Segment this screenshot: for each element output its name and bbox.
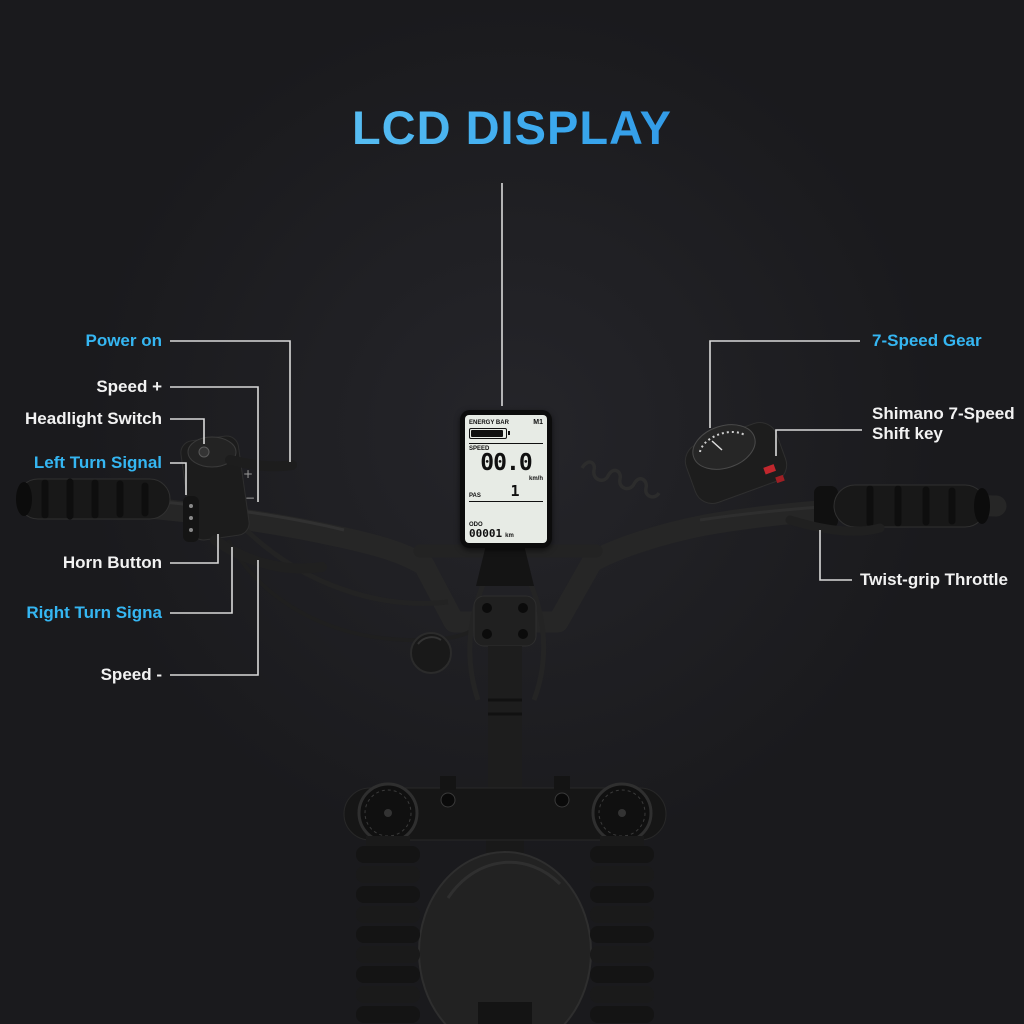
- speed-unit: km/h: [528, 476, 543, 482]
- power-button: [198, 446, 210, 458]
- callout-speed-plus: Speed +: [96, 377, 162, 396]
- callout-line-horn: [170, 534, 219, 564]
- left-grip: [16, 478, 171, 520]
- energy-bar-label: ENERGY BAR: [469, 419, 509, 426]
- gear-needle: [711, 440, 723, 451]
- reflector-red: [763, 464, 777, 475]
- lcd-mount: [476, 545, 534, 586]
- callout-power-on: Power on: [85, 331, 162, 350]
- callout-line-speed-plus: [170, 386, 259, 502]
- speed-value: 00.0: [480, 450, 532, 476]
- callout-line-left-turn: [170, 462, 187, 495]
- pas-value: 1: [510, 482, 520, 500]
- callout-left-turn-signal: Left Turn Signal: [33, 453, 162, 472]
- callout-speed-minus: Speed -: [100, 665, 162, 684]
- callout-line-speed-minus: [170, 560, 259, 676]
- gear-indicator-window: [692, 424, 756, 470]
- right-grip: [814, 484, 990, 528]
- callout-lines: [170, 183, 862, 676]
- callout-line-twist-grip: [819, 530, 852, 581]
- callout-right-turn-signal: Right Turn Signa: [26, 603, 162, 622]
- triple-clamp: [343, 776, 667, 844]
- coiled-cable: [580, 460, 661, 499]
- lcd-mode-indicator: M1: [533, 419, 543, 426]
- twist-throttle-collar: [814, 486, 838, 528]
- plus-icon: +: [243, 467, 253, 481]
- clamp-bolt-right: [554, 792, 570, 808]
- clamp-bolt-left: [440, 792, 456, 808]
- shimano-shifter: [684, 422, 885, 536]
- callout-shimano-shift-key: Shimano 7-Speed Shift key: [872, 404, 1015, 443]
- page-title: LCD DISPLAY: [0, 100, 1024, 155]
- brake-cable-left-2: [226, 539, 480, 643]
- callout-line-7speed-gear: [709, 340, 860, 428]
- right-brake-lever: [785, 515, 885, 536]
- thumb-lever: [225, 455, 297, 472]
- callout-line-power-on: [170, 340, 291, 462]
- lcd-display-unit: ENERGY BAR M1 SPEED 00.0 km/h PAS 1 ODO …: [460, 410, 552, 548]
- minus-icon: −: [245, 491, 255, 505]
- left-control-cluster: + −: [180, 435, 327, 574]
- odo-unit: km: [505, 533, 514, 539]
- callout-line-headlight: [170, 418, 205, 444]
- fork-leg-left: [356, 836, 420, 1023]
- speed-label: SPEED: [469, 446, 490, 452]
- callout-7-speed-gear: 7-Speed Gear: [872, 331, 982, 350]
- reflector-red-2: [775, 474, 785, 484]
- callout-line-right-turn: [170, 547, 233, 614]
- gear-scale: [699, 431, 747, 453]
- pas-label: PAS: [469, 493, 481, 499]
- callout-twist-grip-throttle: Twist-grip Throttle: [860, 570, 1008, 589]
- bell: [410, 632, 452, 674]
- callout-line-shimano: [775, 429, 862, 456]
- brake-cable-left: [236, 520, 449, 606]
- battery-gauge-icon: [469, 428, 510, 439]
- steerer-tube: [488, 646, 522, 806]
- odo-label: ODO: [469, 522, 483, 528]
- power-headlight-pad: [187, 436, 237, 468]
- left-brake-lever: [210, 535, 327, 574]
- callout-horn-button: Horn Button: [62, 553, 162, 572]
- lcd-screen: ENERGY BAR M1 SPEED 00.0 km/h PAS 1 ODO …: [465, 415, 547, 543]
- odo-value: 00001: [469, 527, 503, 540]
- callout-headlight-switch: Headlight Switch: [25, 409, 162, 428]
- fork-leg-right: [590, 836, 654, 1023]
- front-fender-dome: [418, 851, 592, 1024]
